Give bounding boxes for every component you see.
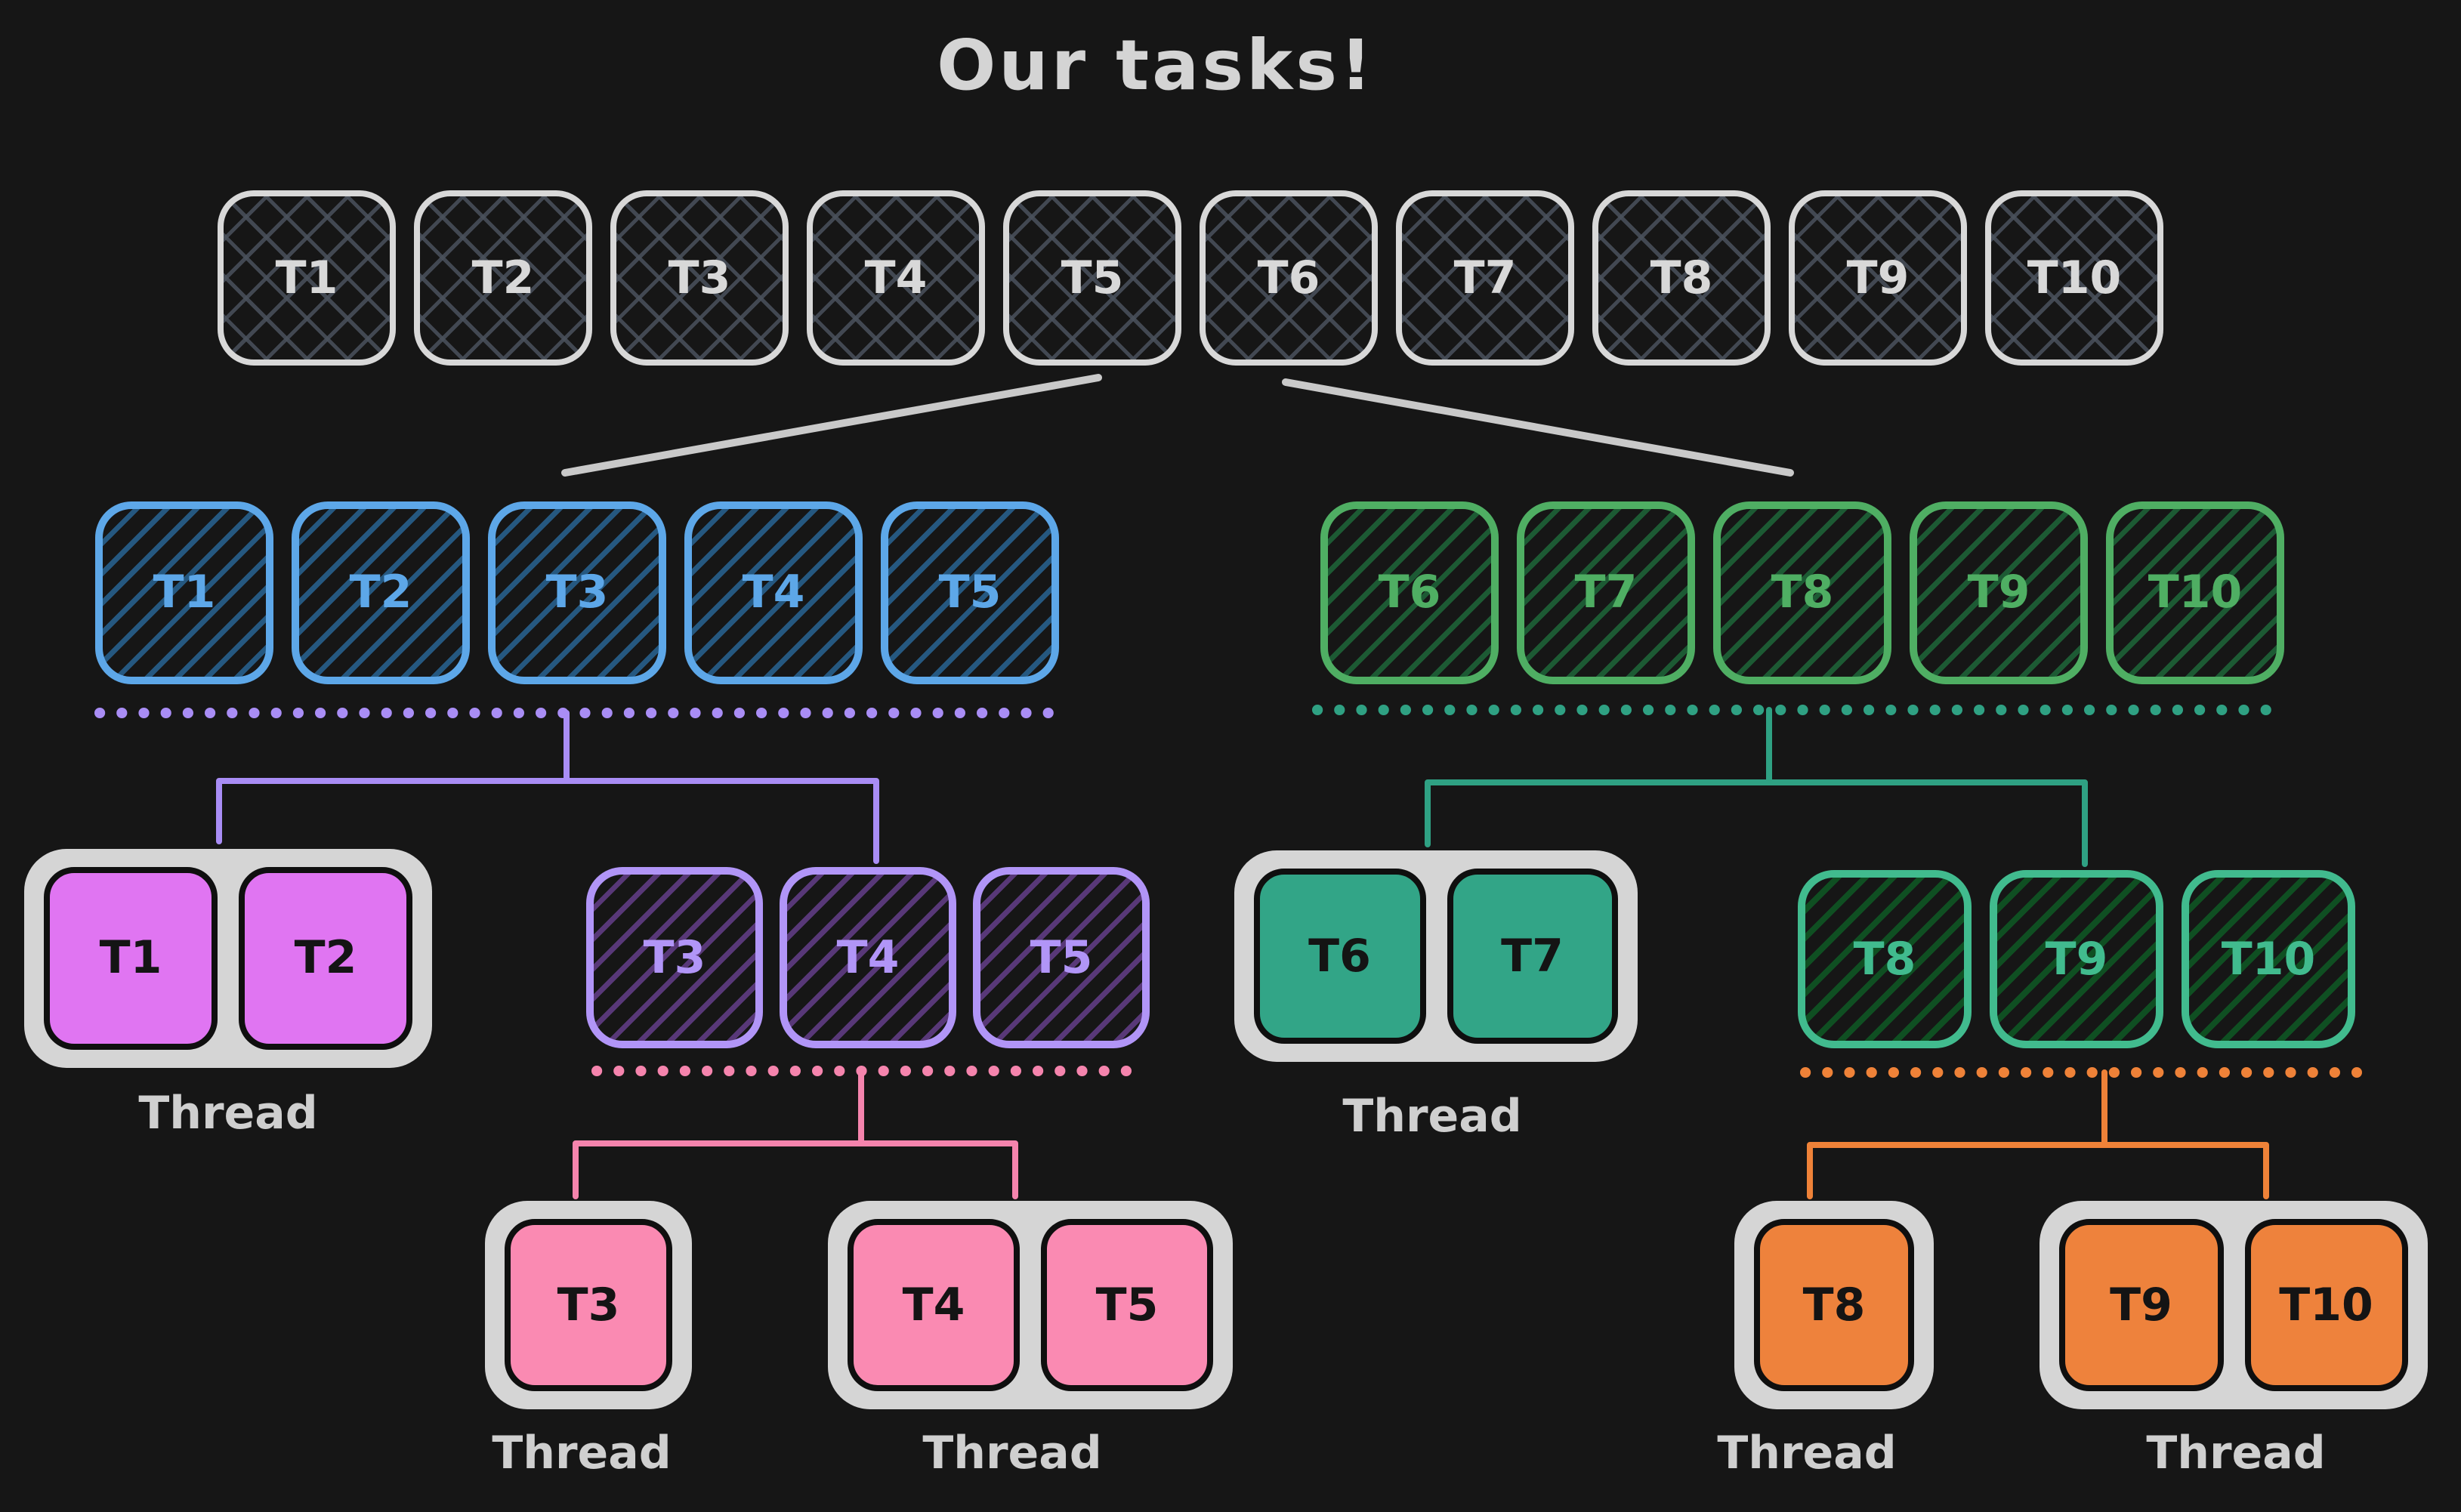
mint-task-group: T8 T9 T10: [1798, 870, 2355, 1048]
thread-task-t2: T2: [239, 867, 412, 1050]
thread-container-t6-t7: T6 T7: [1234, 850, 1638, 1062]
task-queue-t7: T7: [1396, 190, 1574, 366]
task-queue-t2: T2: [414, 190, 592, 366]
blue-task-t2: T2: [292, 501, 470, 684]
connector-orange: [1807, 1069, 2269, 1199]
thread-task-t5: T5: [1041, 1219, 1213, 1391]
blue-task-group: T1 T2 T3 T4 T5: [95, 501, 1059, 684]
purple-task-t5: T5: [973, 867, 1150, 1048]
thread-label-t6-t7: Thread: [1342, 1091, 1522, 1143]
task-queue-row: T1 T2 T3 T4 T5 T6 T7 T8 T9 T10: [218, 190, 2163, 366]
task-queue-t10: T10: [1985, 190, 2163, 366]
connector-purple: [216, 710, 879, 864]
mint-task-t10: T10: [2182, 870, 2355, 1048]
task-queue-t3: T3: [610, 190, 789, 366]
thread-task-t10: T10: [2244, 1219, 2408, 1391]
thread-label-t8: Thread: [1717, 1427, 1897, 1480]
mint-task-t8: T8: [1798, 870, 1972, 1048]
diagonal-line-right: [1282, 378, 1794, 477]
blue-task-t1: T1: [95, 501, 273, 684]
thread-label-t3: Thread: [492, 1427, 672, 1480]
thread-label-t4-t5: Thread: [922, 1427, 1102, 1480]
diagonal-line-left: [561, 374, 1102, 477]
connector-pink: [573, 1068, 1018, 1199]
thread-container-t1-t2: T1 T2: [24, 849, 432, 1068]
green-task-t6: T6: [1320, 501, 1499, 684]
task-queue-t5: T5: [1003, 190, 1181, 366]
blue-task-t5: T5: [881, 501, 1059, 684]
thread-task-t1: T1: [44, 867, 218, 1050]
green-task-t10: T10: [2106, 501, 2284, 684]
thread-task-t3: T3: [505, 1219, 672, 1391]
thread-task-t8: T8: [1754, 1219, 1914, 1391]
purple-task-group: T3 T4 T5: [586, 867, 1150, 1048]
green-task-t8: T8: [1713, 501, 1891, 684]
green-task-t9: T9: [1910, 501, 2088, 684]
blue-task-t4: T4: [684, 501, 863, 684]
task-queue-t4: T4: [807, 190, 985, 366]
task-queue-t9: T9: [1789, 190, 1967, 366]
thread-task-t9: T9: [2059, 1219, 2223, 1391]
task-queue-t1: T1: [218, 190, 396, 366]
task-queue-t8: T8: [1592, 190, 1771, 366]
thread-label-t1-t2: Thread: [138, 1088, 318, 1140]
purple-task-t4: T4: [780, 867, 956, 1048]
purple-task-t3: T3: [586, 867, 763, 1048]
green-task-t7: T7: [1517, 501, 1695, 684]
thread-task-t6: T6: [1254, 869, 1425, 1044]
diagram-title: Our tasks!: [937, 24, 1375, 106]
green-task-group: T6 T7 T8 T9 T10: [1320, 501, 2284, 684]
thread-task-t7: T7: [1447, 869, 1618, 1044]
thread-label-t9-t10: Thread: [2146, 1427, 2326, 1480]
thread-task-t4: T4: [848, 1219, 1020, 1391]
task-queue-t6: T6: [1200, 190, 1378, 366]
connector-teal: [1425, 707, 2088, 867]
thread-container-t8: T8: [1734, 1201, 1934, 1409]
blue-task-t3: T3: [488, 501, 666, 684]
mint-task-t9: T9: [1990, 870, 2163, 1048]
thread-container-t3: T3: [485, 1201, 692, 1409]
thread-container-t9-t10: T9 T10: [2040, 1201, 2428, 1409]
thread-container-t4-t5: T4 T5: [828, 1201, 1233, 1409]
